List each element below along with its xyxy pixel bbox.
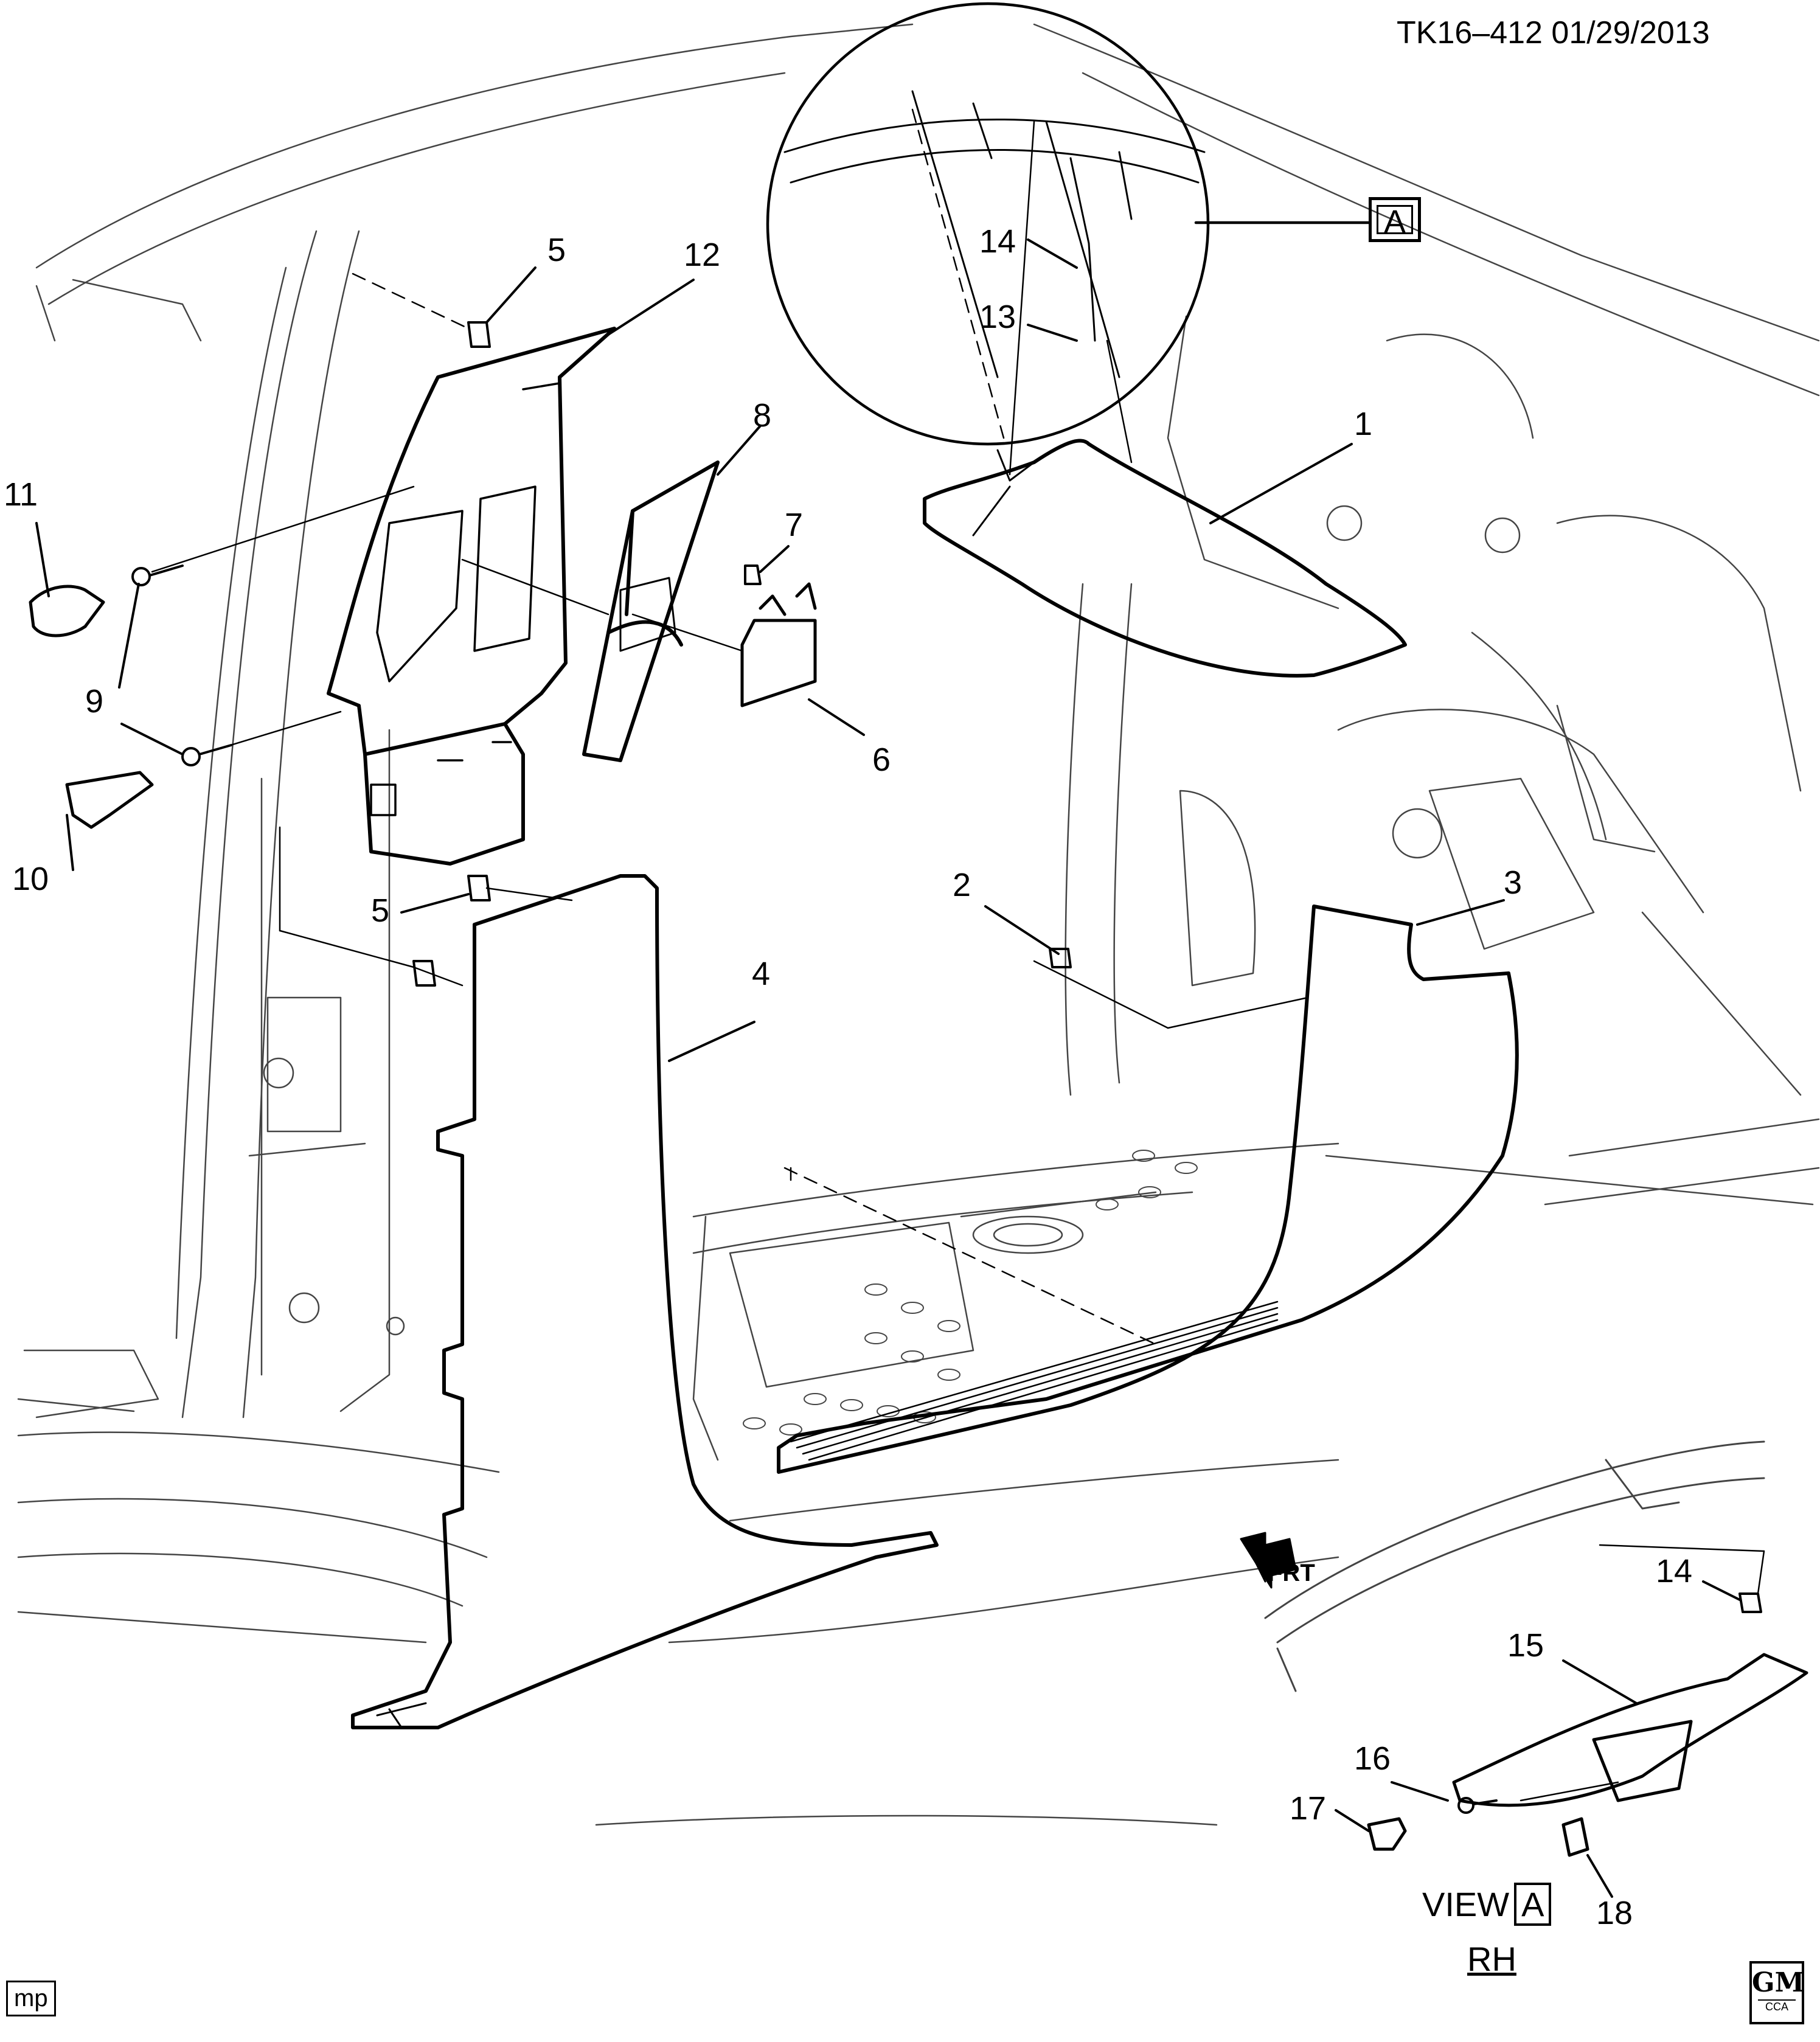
frt-label: FRT — [1268, 1560, 1315, 1586]
detail-circle-a-content — [783, 90, 1206, 378]
callout-3: 3 — [1504, 864, 1523, 901]
part-3-sill-trim — [777, 905, 1519, 1474]
part-1-detail — [972, 449, 1035, 537]
side-label: RH — [1467, 1940, 1516, 1978]
part-12-upper-trim — [327, 327, 616, 866]
gm-logo-sub: CCA — [1758, 1999, 1796, 2013]
callout-8: 8 — [753, 397, 772, 434]
callout-13: 13 — [979, 299, 1016, 335]
callout-18: 18 — [1596, 1895, 1633, 1931]
part-18-cap — [1561, 1817, 1589, 1857]
part-9-bolts — [131, 564, 232, 766]
part-2-clip — [1049, 948, 1072, 968]
solid-leaders — [151, 120, 1765, 1802]
callout-5-upper: 5 — [547, 232, 566, 268]
dashed-leaders — [352, 108, 1157, 1346]
callout-15: 15 — [1507, 1627, 1544, 1664]
callout-11: 11 — [4, 476, 38, 513]
part-11-cover — [29, 585, 105, 637]
callout-1: 1 — [1354, 406, 1373, 442]
gm-logo-main: GM — [1752, 1967, 1805, 1998]
callout-leaders — [35, 238, 1741, 1898]
view-a-structure — [1264, 1440, 1765, 1692]
part-10-cover — [65, 771, 154, 829]
frt-arrow-icon — [1240, 1532, 1297, 1589]
callout-17: 17 — [1290, 1790, 1327, 1827]
part-15-trim — [1452, 1653, 1808, 1807]
part-6-bracket — [740, 582, 817, 707]
body-structure-lines — [17, 23, 1820, 1826]
callout-12: 12 — [684, 237, 721, 273]
gm-logo: GM CCA — [1749, 1961, 1804, 2024]
part-5-clips — [412, 321, 491, 987]
part-14-clip-view-a — [1738, 1592, 1762, 1613]
callout-10: 10 — [12, 861, 49, 897]
callout-14-detail: 14 — [979, 223, 1016, 260]
callout-9-upper: 9 — [85, 683, 104, 720]
detail-ref-box: A — [1369, 197, 1421, 242]
detail-ref-letter: A — [1377, 205, 1413, 238]
detail-circle-a-outline — [766, 2, 1370, 446]
part-1-garnish — [923, 439, 1407, 678]
part-4-lower-trim — [351, 874, 939, 1729]
callout-14-view: 14 — [1656, 1553, 1693, 1589]
part-7-clip — [744, 564, 762, 585]
callout-6: 6 — [872, 741, 891, 778]
artist-initials: mp — [6, 1981, 56, 2016]
callout-2: 2 — [953, 867, 971, 903]
part-8-panel — [582, 460, 720, 762]
part-8-detail — [619, 577, 676, 652]
callout-7: 7 — [785, 507, 804, 543]
part-17-cap — [1367, 1817, 1407, 1851]
part-4-detail — [376, 1702, 427, 1729]
view-ref: A — [1514, 1883, 1552, 1926]
callout-5-lower: 5 — [371, 892, 390, 929]
drawing-identifier: TK16–412 01/29/2013 — [1397, 15, 1710, 50]
part-12-details — [370, 382, 561, 816]
part-3-ribs — [790, 1301, 1279, 1461]
callout-4: 4 — [752, 956, 771, 992]
part-16-bolt — [1457, 1797, 1498, 1814]
callout-16: 16 — [1354, 1740, 1391, 1777]
view-text: VIEW — [1422, 1885, 1510, 1923]
